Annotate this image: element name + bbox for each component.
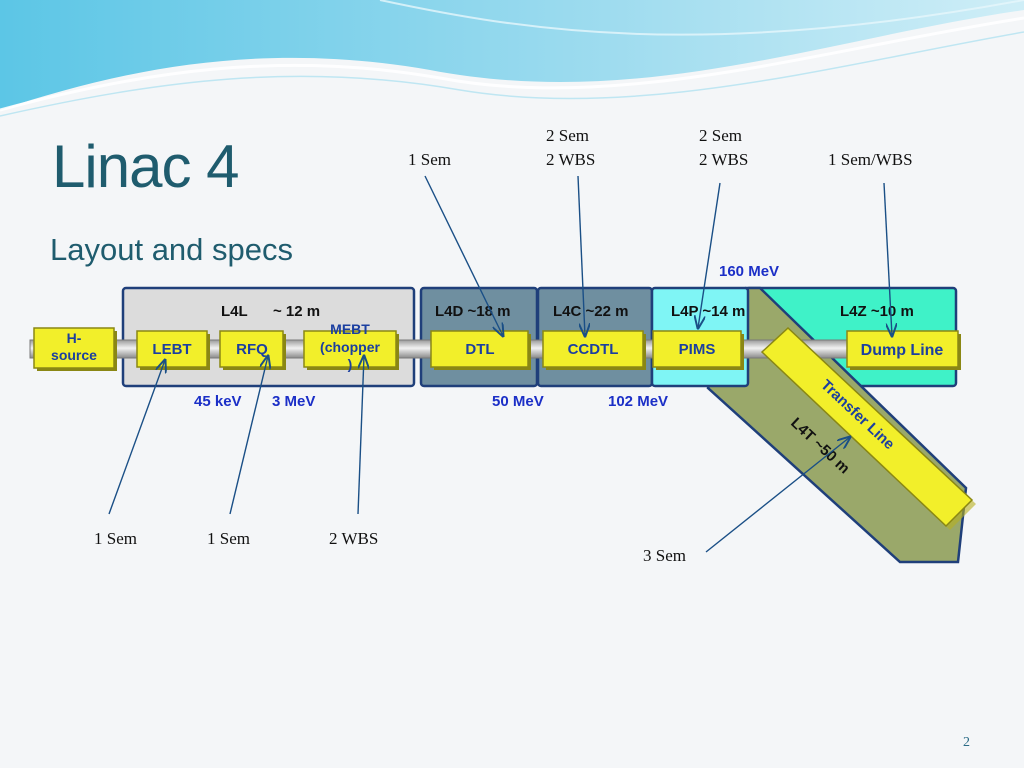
- component-dtl: [430, 330, 531, 370]
- section-label-l4c: L4C ~22 m: [553, 303, 628, 320]
- component-label-ccdtl: CCDTL: [568, 341, 619, 358]
- arrow-top-pims: [698, 182, 721, 328]
- energy-label-160mev: 160 MeV: [719, 263, 779, 280]
- component-rfq: [219, 330, 286, 370]
- component-ccdtl: [542, 330, 646, 370]
- arrow-top-dtl: [424, 175, 503, 336]
- arrow-top-dump: [883, 182, 892, 336]
- component-label-mebt-line2: (chopper: [320, 339, 380, 355]
- energy-label-102mev: 102 MeV: [608, 393, 668, 410]
- component-h-source: [33, 327, 117, 371]
- component-dump-line: [846, 330, 961, 370]
- page-number: 2: [963, 735, 970, 750]
- energy-label-45kev: 45 keV: [194, 393, 242, 410]
- annotation-top-pims-line1: 2 Sem: [699, 126, 742, 145]
- component-label-h-source-line1: H-: [67, 330, 82, 346]
- arrow-bottom-mebt: [357, 356, 364, 515]
- arrow-bottom-rfq: [229, 356, 268, 515]
- component-label-mebt-line1: MEBT: [330, 321, 370, 337]
- component-mebt: [303, 330, 399, 370]
- annotation-top-pims-line2: 2 WBS: [699, 150, 749, 169]
- component-label-h-source-line2: source: [51, 347, 97, 363]
- component-label-lebt: LEBT: [152, 341, 191, 358]
- component-label-pims: PIMS: [679, 341, 716, 358]
- arrow-bottom-lebt: [108, 360, 165, 515]
- component-label-dump-line: Dump Line: [861, 342, 944, 359]
- section-label-l4d: L4D ~18 m: [435, 303, 510, 320]
- arrow-bottom-transfer: [705, 437, 850, 553]
- annotation-bottom-lebt: 1 Sem: [94, 529, 137, 548]
- annotation-top-dump: 1 Sem/WBS: [828, 150, 913, 169]
- annotation-bottom-transfer: 3 Sem: [643, 546, 686, 565]
- annotation-top-ccdtl-line1: 2 Sem: [546, 126, 589, 145]
- annotation-top-ccdtl-line2: 2 WBS: [546, 150, 596, 169]
- component-pims: [652, 330, 744, 370]
- component-label-dtl: DTL: [465, 341, 494, 358]
- component-label-mebt-line3: ): [348, 356, 353, 372]
- section-label-l4z: L4Z ~10 m: [840, 303, 914, 320]
- section-label-l4l: L4L: [221, 303, 248, 320]
- annotation-arrows: [108, 175, 892, 553]
- section-label-l4l-length: ~ 12 m: [273, 303, 320, 320]
- section-label-l4p: L4P ~14 m: [671, 303, 745, 320]
- component-label-rfq: RFQ: [236, 341, 268, 358]
- slide-title: Linac 4: [52, 133, 239, 200]
- component-lebt: [136, 330, 210, 370]
- energy-label-3mev: 3 MeV: [272, 393, 315, 410]
- arrow-top-ccdtl: [577, 175, 585, 336]
- slide-subtitle: Layout and specs: [50, 232, 294, 267]
- annotation-top-dtl: 1 Sem: [408, 150, 451, 169]
- annotation-bottom-mebt: 2 WBS: [329, 529, 379, 548]
- transfer-line: [760, 326, 976, 530]
- energy-label-50mev: 50 MeV: [492, 393, 544, 410]
- annotation-bottom-rfq: 1 Sem: [207, 529, 250, 548]
